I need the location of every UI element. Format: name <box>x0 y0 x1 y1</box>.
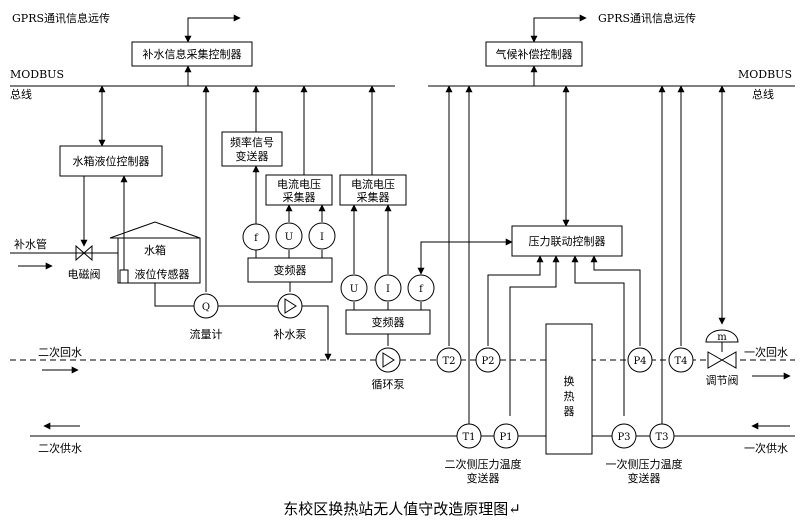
pri-tx-label-2: 变送器 <box>628 471 661 485</box>
t4-text: T4 <box>674 356 687 367</box>
p4-text: P4 <box>633 356 646 367</box>
ui-acq-2-label-1: 电流电压 <box>351 177 395 191</box>
voltage-sensor-1 <box>275 222 303 250</box>
sec-tx-label-1: 二次侧压力温度 <box>445 457 522 471</box>
hx-label-2: 热 <box>564 390 575 403</box>
sensor-p1 <box>493 423 519 449</box>
hx-label-1: 换 <box>564 374 575 388</box>
makeup-controller-label: 补水信息采集控制器 <box>143 47 242 61</box>
makeup-pump-icon <box>284 298 297 314</box>
p1-text: P1 <box>499 432 512 443</box>
hx-label-3: 器 <box>564 405 575 418</box>
circulation-pump <box>375 347 401 373</box>
t2-text: T2 <box>442 356 455 367</box>
m-text: m <box>717 332 727 343</box>
tank-controller-box <box>59 145 163 177</box>
makeup-controller-box <box>131 41 253 67</box>
freq-tx-label-1: 频率信号 <box>230 135 274 149</box>
ui-acq-2-label-2: 采集器 <box>357 190 390 204</box>
ui-acquisition-box-1 <box>265 174 333 206</box>
reg-valve-label: 调节阀 <box>706 373 739 387</box>
gprs-left-arrow <box>184 14 241 43</box>
diagram-caption: 东校区换热站无人值守改造原理图↵ <box>283 500 521 518</box>
u2-text: U <box>350 284 358 295</box>
vfd-2-label: 变频器 <box>372 315 405 329</box>
current-sensor-2 <box>374 274 402 302</box>
i2-text: I <box>386 284 390 295</box>
level-sensor-label: 液位传感器 <box>135 267 190 281</box>
pressure-controller-label: 压力联动控制器 <box>529 234 606 248</box>
ui-acquisition-box-2 <box>339 174 407 206</box>
u1-text: U <box>285 232 293 243</box>
flowmeter-label: 流量计 <box>190 327 223 341</box>
weather-controller-label: 气候补偿控制器 <box>496 47 573 61</box>
p3-text: P3 <box>617 432 630 443</box>
modbus-right-sub: 总线 <box>752 87 774 101</box>
modbus-left-label: MODBUS <box>10 68 64 81</box>
sec-return-label: 二次回水 <box>38 345 82 359</box>
sensor-t2 <box>436 347 462 373</box>
current-sensor-1 <box>308 222 336 250</box>
sec-supply-label: 二次供水 <box>38 441 82 455</box>
sensor-t1 <box>456 423 482 449</box>
regulating-valve <box>707 351 737 369</box>
pri-return-label: 一次回水 <box>744 345 788 359</box>
sensor-p2 <box>475 347 501 373</box>
sensor-p4 <box>627 347 653 373</box>
p2-text: P2 <box>481 356 494 367</box>
sec-tx-label-2: 变送器 <box>467 471 500 485</box>
modbus-left-sub: 总线 <box>10 87 32 101</box>
gprs-right-arrow <box>530 14 587 43</box>
tank-label: 水箱 <box>144 243 166 257</box>
vfd-1-label: 变频器 <box>274 263 307 277</box>
ui-acq-1-label-2: 采集器 <box>283 190 316 204</box>
freq-sensor-1 <box>242 223 270 251</box>
pri-supply-label: 一次供水 <box>744 441 788 455</box>
freq-tx-label-2: 变送器 <box>236 149 269 163</box>
makeup-pump-label: 补水泵 <box>274 328 307 341</box>
gprs-right-label: GPRS通讯信息远传 <box>598 11 696 25</box>
solenoid-label: 电磁阀 <box>68 267 101 281</box>
f2-text: f <box>419 284 424 295</box>
t1-text: T1 <box>462 432 475 443</box>
voltage-sensor-2 <box>340 274 368 302</box>
sensor-t3 <box>649 423 675 449</box>
heat-exchanger <box>545 323 593 455</box>
makeup-pipe-label: 补水管 <box>14 237 47 251</box>
freq-transmitter-box <box>221 131 283 167</box>
circ-pump-label: 循环泵 <box>372 378 405 391</box>
ui-acq-1-label-1: 电流电压 <box>277 177 321 191</box>
level-sensor <box>119 269 129 284</box>
i1-text: I <box>320 232 324 243</box>
makeup-pump <box>277 293 303 319</box>
modbus-right-label: MODBUS <box>738 68 792 81</box>
gprs-left-label: GPRS通讯信息远传 <box>12 11 110 25</box>
freq-sensor-2 <box>407 274 435 302</box>
q-text: Q <box>202 302 210 313</box>
pri-tx-label-1: 一次侧压力温度 <box>606 457 683 471</box>
flowmeter <box>193 293 219 319</box>
t3-text: T3 <box>655 432 668 443</box>
circulation-pump-icon <box>382 352 395 368</box>
sensor-p3 <box>611 423 637 449</box>
f1-text: f <box>254 233 259 244</box>
solenoid-valve <box>75 244 93 262</box>
sensor-t4 <box>668 347 694 373</box>
tank-controller-label: 水箱液位控制器 <box>73 154 150 168</box>
